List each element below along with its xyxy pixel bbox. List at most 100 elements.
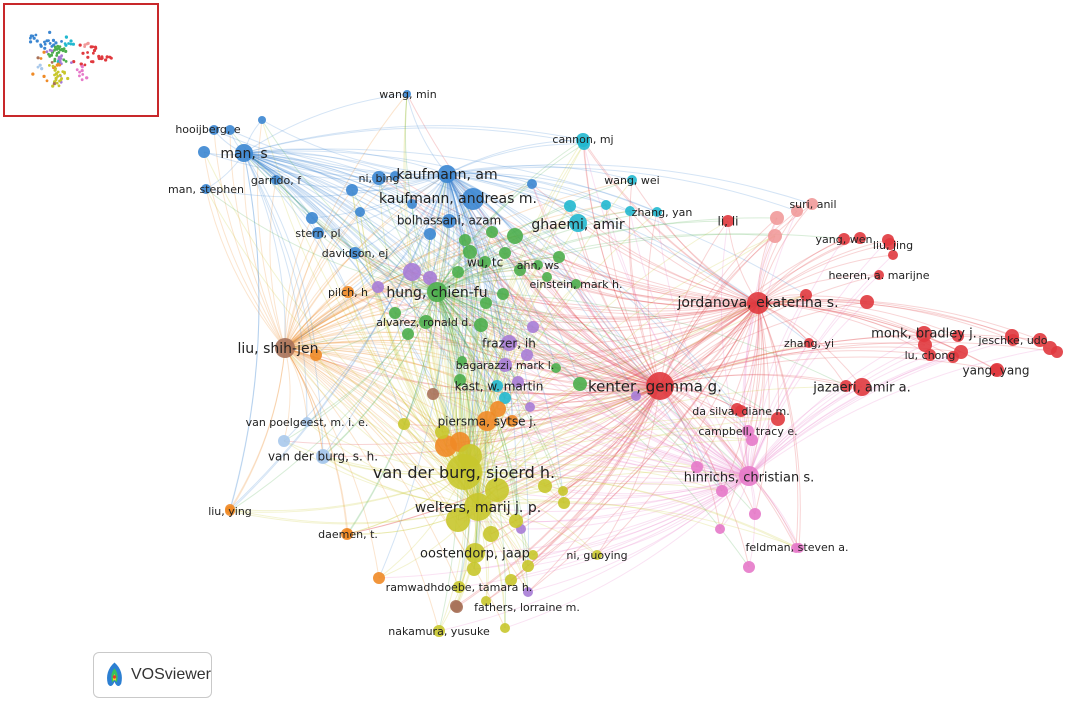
node-bolhassani-azam[interactable] [442, 214, 456, 228]
network-node[interactable] [771, 412, 785, 426]
network-node[interactable] [854, 232, 866, 244]
node-man-stephen[interactable] [201, 184, 211, 194]
network-node[interactable] [505, 574, 517, 586]
network-node[interactable] [372, 281, 384, 293]
network-node[interactable] [525, 402, 535, 412]
network-node[interactable] [454, 374, 466, 386]
vosviewer-logo-button[interactable]: VOSviewer [93, 652, 212, 698]
node-hooijberg-e[interactable] [209, 125, 219, 135]
network-node[interactable] [499, 392, 511, 404]
network-node[interactable] [390, 171, 400, 181]
node-yang-wen[interactable] [838, 233, 850, 245]
node-ahn-ws[interactable] [533, 260, 543, 270]
network-node[interactable] [225, 125, 235, 135]
network-node[interactable] [716, 485, 728, 497]
network-node[interactable] [527, 179, 537, 189]
node-stern-pl[interactable] [312, 227, 324, 239]
network-node[interactable] [497, 288, 509, 300]
network-node[interactable] [507, 228, 523, 244]
node-li-li[interactable] [722, 215, 734, 227]
network-node[interactable] [474, 318, 488, 332]
network-node[interactable] [715, 524, 725, 534]
network-nodes[interactable] [201, 90, 1019, 637]
node-campbell-tracy-e[interactable] [742, 425, 754, 437]
network-node[interactable] [558, 497, 570, 509]
network-node[interactable] [398, 418, 410, 430]
network-node[interactable] [840, 380, 852, 392]
network-node[interactable] [463, 245, 477, 259]
node-daemen-t[interactable] [343, 529, 353, 539]
network-node[interactable] [601, 200, 611, 210]
network-node[interactable] [625, 206, 635, 216]
node-nakamura-yusuke[interactable] [433, 625, 445, 637]
network-node[interactable] [500, 623, 510, 633]
node-kaufmann-andreas-m[interactable] [462, 188, 484, 210]
node-zhang-yi[interactable] [804, 338, 814, 348]
network-node[interactable] [258, 116, 266, 124]
network-node[interactable] [553, 251, 565, 263]
node-ni-guoying[interactable] [592, 550, 602, 560]
network-node[interactable] [278, 435, 290, 447]
node-yang-yang[interactable] [990, 364, 1002, 376]
node-liu-jing[interactable] [884, 238, 896, 250]
node-van-der-burg-sjoerd-h[interactable] [446, 454, 482, 490]
network-node[interactable] [467, 562, 481, 576]
network-node[interactable] [749, 508, 761, 520]
node-wu-tc[interactable] [479, 256, 491, 268]
node-ghaemi-amir[interactable] [569, 214, 587, 232]
network-node[interactable] [346, 184, 358, 196]
network-node[interactable] [521, 349, 533, 361]
network-node[interactable] [542, 272, 552, 282]
network-node[interactable] [770, 211, 784, 225]
node-einstein-mark-h[interactable] [571, 279, 581, 289]
node-man-s[interactable] [235, 144, 253, 162]
network-node[interactable] [424, 228, 436, 240]
network-node[interactable] [457, 356, 467, 366]
network-node[interactable] [743, 561, 755, 573]
node-bagarazzi-mark-l[interactable] [498, 358, 512, 372]
node-van-der-burg-s-h[interactable] [316, 449, 330, 463]
network-node[interactable] [423, 271, 437, 285]
network-node[interactable] [523, 587, 533, 597]
node-van-poelgeest-m-i-e[interactable] [302, 417, 312, 427]
node-fathers-lorraine-m[interactable] [451, 601, 463, 613]
network-node[interactable] [306, 212, 318, 224]
node-jazaeri-amir-a[interactable] [853, 378, 871, 396]
network-node[interactable] [947, 351, 959, 363]
network-node[interactable] [558, 486, 568, 496]
network-node[interactable] [485, 478, 509, 502]
network-node[interactable] [403, 263, 421, 281]
network-node[interactable] [407, 199, 417, 209]
network-node[interactable] [486, 226, 498, 238]
network-node[interactable] [538, 479, 552, 493]
node-liu-shih-jen[interactable] [275, 338, 295, 358]
network-node[interactable] [573, 377, 587, 391]
network-node[interactable] [860, 295, 874, 309]
network-node[interactable] [427, 388, 439, 400]
node-pilch-h[interactable] [342, 286, 354, 298]
network-node[interactable] [402, 328, 414, 340]
network-node[interactable] [746, 434, 758, 446]
network-node[interactable] [373, 572, 385, 584]
network-node[interactable] [527, 321, 539, 333]
node-ramwadhdoebe-tamara-h[interactable] [453, 581, 465, 593]
network-node[interactable] [310, 349, 322, 361]
node-heeren-a-marijne[interactable] [874, 270, 884, 280]
node-piersma-sytse-j[interactable] [477, 411, 497, 431]
network-node[interactable] [435, 425, 449, 439]
network-node[interactable] [514, 264, 526, 276]
network-node[interactable] [506, 415, 518, 427]
node-cannon-mj[interactable] [576, 133, 590, 147]
node-kenter-gemma-g[interactable] [646, 372, 674, 400]
network-node[interactable] [198, 146, 210, 158]
network-node[interactable] [459, 234, 471, 246]
node-jordanova-ekaterina-s[interactable] [747, 292, 769, 314]
network-node[interactable] [512, 376, 524, 388]
network-node[interactable] [389, 307, 401, 319]
node-kast-w-martin[interactable] [491, 380, 503, 392]
node-kaufmann-am[interactable] [438, 165, 456, 183]
network-node[interactable] [528, 550, 538, 560]
node-wang-min[interactable] [403, 90, 411, 98]
